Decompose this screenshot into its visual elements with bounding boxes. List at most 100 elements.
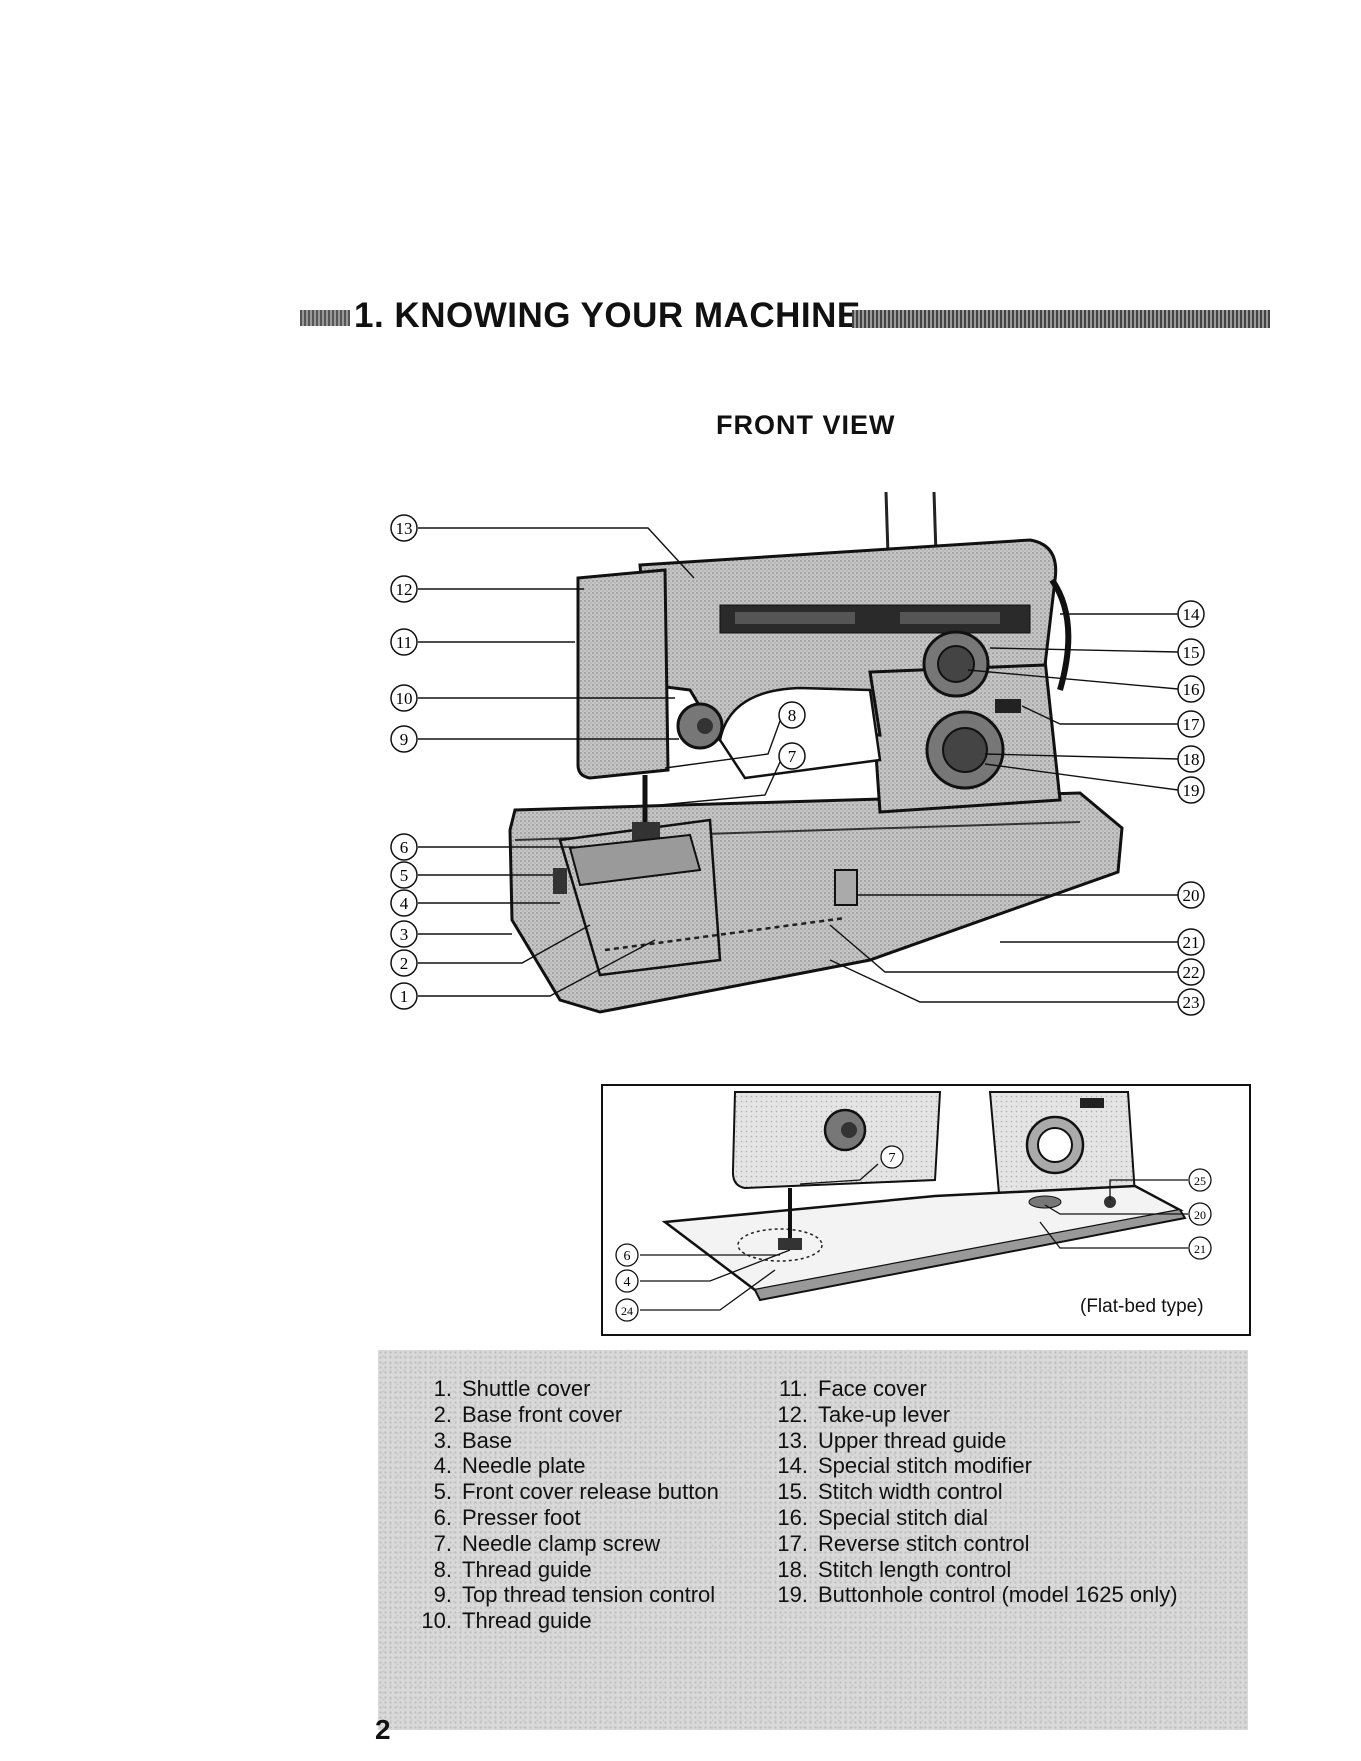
callout-13: 13: [396, 519, 413, 538]
flatbed-leader-lines: [640, 1163, 1188, 1311]
callout-18: 18: [1183, 750, 1200, 769]
part-label: Face cover: [818, 1376, 927, 1401]
flatbed-callout-24: 24: [621, 1304, 633, 1318]
flatbed-callout-4: 4: [624, 1275, 631, 1290]
callout-4: 4: [400, 894, 409, 913]
part-number: 3.: [433, 1427, 452, 1453]
section-title: 1. KNOWING YOUR MACHINE: [354, 296, 861, 335]
part-number: 17.: [777, 1530, 808, 1556]
machine-drawing: [508, 491, 1124, 1014]
leader-lines: [418, 527, 1179, 1003]
part-label: Buttonhole control (model 1625 only): [818, 1582, 1178, 1608]
page-number: 2: [375, 1714, 391, 1745]
part-number: 13.: [777, 1427, 808, 1453]
part-item: 13. Upper thread guide: [766, 1428, 1178, 1454]
flatbed-caption: (Flat-bed type): [1080, 1296, 1204, 1317]
part-label: Take-up lever: [818, 1401, 951, 1427]
part-item: 17. Reverse stitch control: [766, 1531, 1178, 1557]
part-label: Thread guide: [462, 1608, 592, 1634]
part-item: 8. Thread guide: [410, 1557, 719, 1583]
callout-22: 22: [1183, 963, 1200, 982]
part-item: 16.Special stitch dial: [766, 1505, 1178, 1531]
callout-14: 14: [1183, 605, 1201, 624]
callout-23: 23: [1183, 993, 1200, 1012]
heading-rule-right: [852, 310, 1270, 328]
section-heading: 1. KNOWING YOUR MACHINE: [300, 296, 1270, 340]
callout-3: 3: [400, 925, 409, 944]
part-number: 18.: [777, 1556, 808, 1582]
callout-15: 15: [1183, 643, 1200, 662]
callout-11: 11: [396, 633, 412, 652]
part-number: 16.: [777, 1504, 808, 1530]
view-title: FRONT VIEW: [716, 410, 896, 440]
parts-legend: 1. Shuttle cover 2. Base front cover 3. Bas…: [378, 1350, 1248, 1730]
callout-group-right: 14 15 16 17 18 19 20 21 22 23: [1177, 600, 1205, 1016]
part-label: Base: [462, 1427, 513, 1453]
part-item: 7. Needle clamp screw: [410, 1531, 719, 1557]
part-number: 2.: [433, 1401, 452, 1427]
part-label: Presser foot: [462, 1504, 581, 1530]
parts-list-right: 11. Face cover 12. Take-up lever 13. Upper …: [766, 1376, 1178, 1608]
part-label: Shuttle cover: [462, 1376, 591, 1401]
callout-1: 1: [400, 987, 409, 1006]
part-item: 5. Front cover release button: [410, 1479, 719, 1505]
part-item: 14. Special stitch modifier: [766, 1453, 1178, 1479]
heading-rule-left: [300, 310, 350, 326]
part-number: 1.: [433, 1376, 452, 1401]
callout-5: 5: [400, 866, 409, 885]
callout-10: 10: [396, 689, 413, 708]
part-label: Reverse stitch control: [818, 1530, 1030, 1556]
part-item: 11. Face cover: [766, 1376, 1178, 1402]
callout-20: 20: [1183, 886, 1200, 905]
callout-17: 17: [1183, 715, 1201, 734]
part-item: 3. Base: [410, 1428, 719, 1454]
part-label: Base front cover: [462, 1401, 623, 1427]
part-number: 10.: [421, 1608, 452, 1634]
part-label: Stitch length control: [818, 1556, 1012, 1582]
flatbed-callout-group: 7 6 4 24 25 20 21: [615, 1145, 1212, 1322]
part-number: 15.: [777, 1479, 808, 1505]
callout-19: 19: [1183, 781, 1200, 800]
part-item: 9. Top thread tension control: [410, 1582, 719, 1608]
part-item: 10. Thread guide: [410, 1608, 719, 1634]
part-number: 7.: [433, 1530, 452, 1556]
part-item: 15. Stitch width control: [766, 1479, 1178, 1505]
part-label: Thread guide: [462, 1556, 592, 1582]
part-item: 12. Take-up lever: [766, 1402, 1178, 1428]
part-number: 4.: [433, 1453, 452, 1479]
part-label: Special stitch modifier: [818, 1453, 1032, 1479]
part-label: Needle plate: [462, 1453, 586, 1479]
part-number: 11.: [779, 1376, 808, 1401]
flatbed-callout-7: 7: [889, 1151, 896, 1166]
parts-list-left: 1. Shuttle cover 2. Base front cover 3. Bas…: [410, 1376, 719, 1634]
part-number: 14.: [777, 1453, 808, 1479]
flatbed-inset: [601, 1084, 1251, 1336]
callout-21: 21: [1183, 933, 1200, 952]
part-label: Needle clamp screw: [462, 1530, 661, 1556]
part-number: 9.: [433, 1582, 452, 1608]
callout-12: 12: [396, 580, 413, 599]
part-number: 8.: [433, 1556, 452, 1582]
callout-7: 7: [788, 747, 797, 766]
part-item: 4. Needle plate: [410, 1453, 719, 1479]
callout-16: 16: [1183, 680, 1200, 699]
callout-group-left: 13 12 11 10 9 8 7 6 5 4 3 2 1: [390, 514, 806, 1010]
callout-9: 9: [400, 730, 409, 749]
part-label: Stitch width control: [818, 1479, 1003, 1505]
callout-8: 8: [788, 706, 797, 725]
flatbed-callout-25: 25: [1194, 1174, 1206, 1188]
part-label: Upper thread guide: [818, 1427, 1007, 1453]
callout-6: 6: [400, 838, 409, 857]
part-item: 2. Base front cover: [410, 1402, 719, 1428]
flatbed-callout-20: 20: [1194, 1208, 1206, 1222]
flatbed-callout-6: 6: [624, 1249, 631, 1264]
part-number: 6.: [433, 1504, 452, 1530]
part-item: 19. Buttonhole control (model 1625 only): [766, 1582, 1178, 1608]
part-label: Top thread tension control: [462, 1582, 716, 1608]
part-label: Front cover release button: [462, 1479, 719, 1505]
part-number: 12.: [777, 1401, 808, 1427]
part-number: 5.: [433, 1479, 452, 1505]
callout-2: 2: [400, 954, 409, 973]
part-number: 19.: [777, 1582, 808, 1608]
